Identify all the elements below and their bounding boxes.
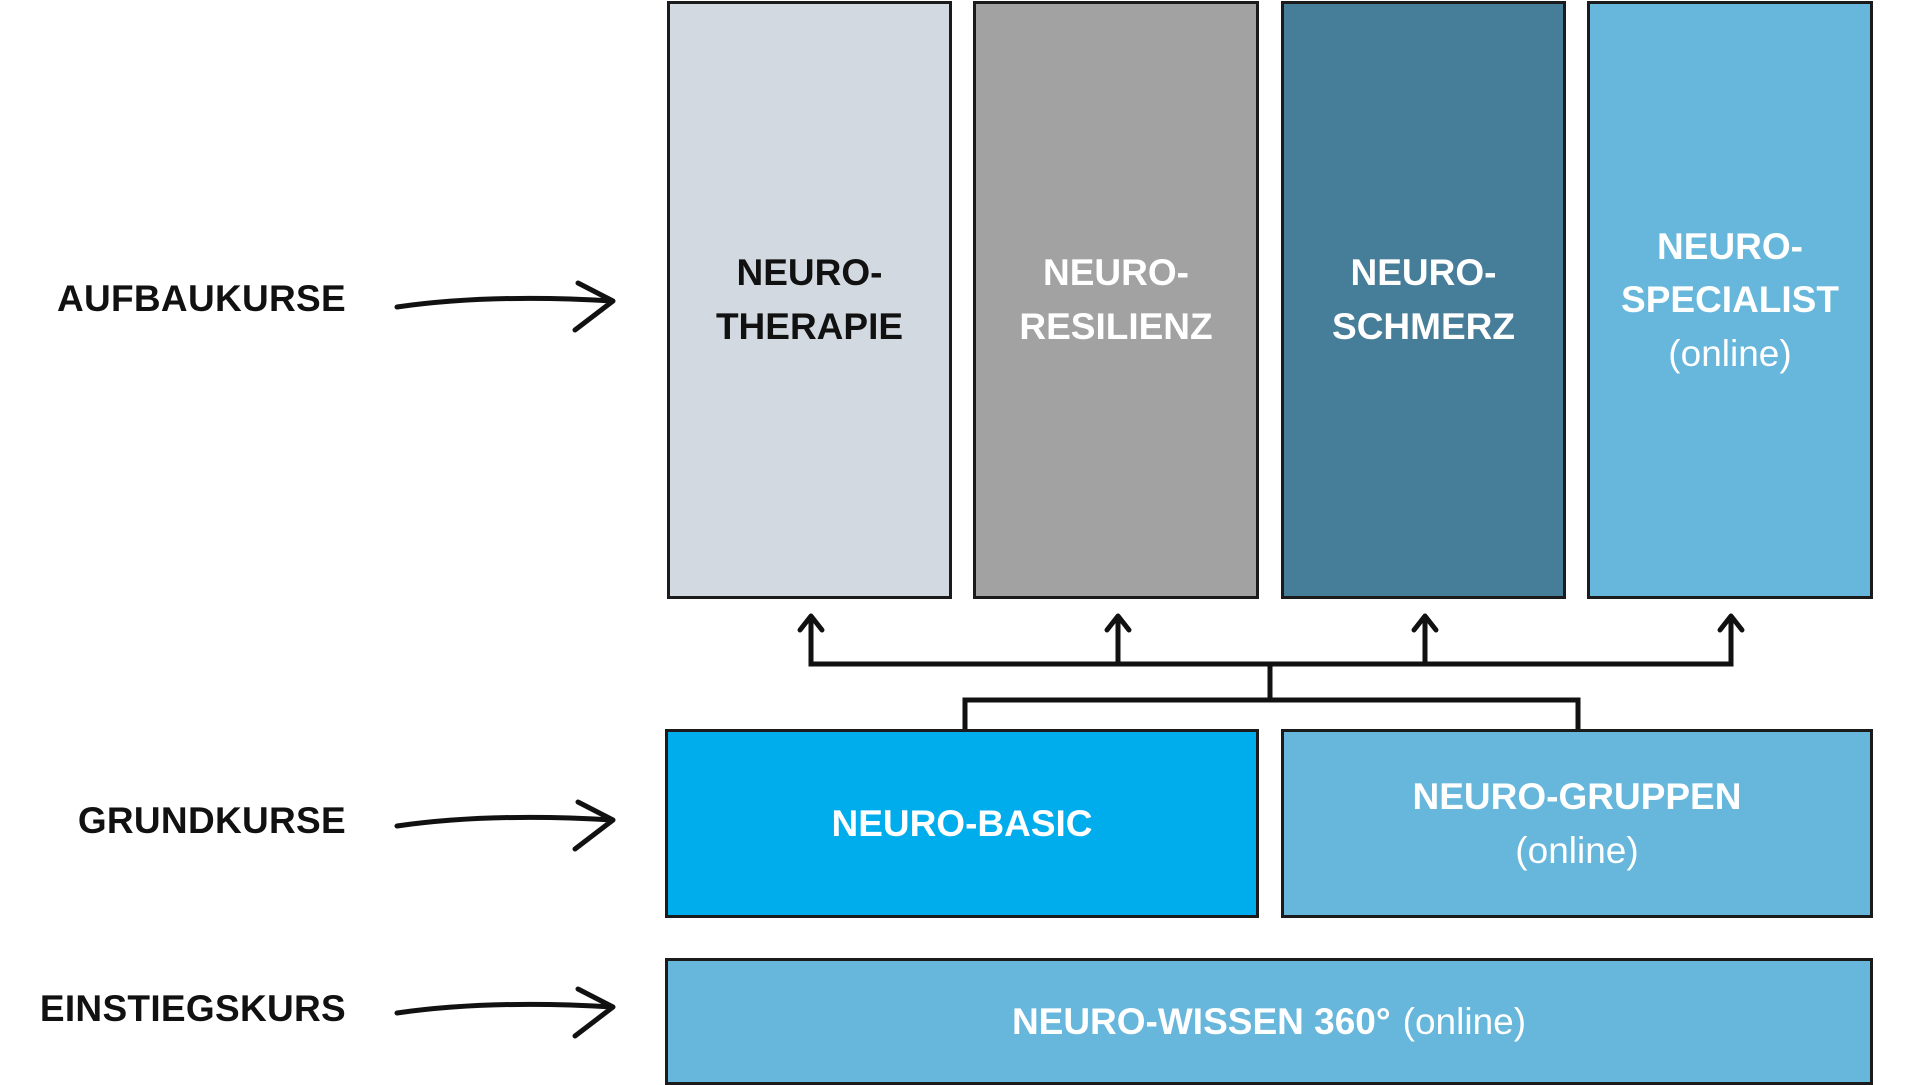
course-subtitle: (online) [1402, 1000, 1527, 1042]
course-title-line1: NEURO- [1043, 252, 1189, 294]
course-title-line1: NEURO- [736, 252, 883, 294]
course-box-neuro-basic[interactable]: NEURO-BASIC [665, 729, 1259, 918]
course-title-line2: RESILIENZ [1019, 306, 1213, 347]
course-title: NEURO-WISSEN 360° [1011, 1000, 1391, 1042]
course-title: NEURO-GRUPPEN [1412, 775, 1742, 817]
row-label-grundkurse: GRUNDKURSE [77, 800, 346, 841]
arrowhead-up-2-icon [1104, 613, 1132, 633]
course-box-neuro-schmerz[interactable]: NEURO- SCHMERZ [1281, 1, 1566, 599]
arrow-einstieg-icon [394, 986, 616, 1039]
arrow-grund-icon [394, 799, 616, 852]
course-box-neuro-gruppen[interactable]: NEURO-GRUPPEN (online) [1281, 729, 1873, 918]
course-box-neuro-wissen-360[interactable]: NEURO-WISSEN 360° (online) [665, 958, 1873, 1085]
course-title-line2: THERAPIE [715, 306, 904, 347]
course-subtitle: (online) [1668, 332, 1792, 374]
row-label-einstiegskurs: EINSTIEGSKURS [39, 988, 346, 1029]
course-title-line2: SPECIALIST [1621, 279, 1839, 321]
row-label-aufbaukurse: AUFBAUKURSE [56, 278, 346, 319]
course-title-line2: SCHMERZ [1332, 306, 1515, 347]
course-box-neuro-specialist[interactable]: NEURO- SPECIALIST (online) [1587, 1, 1873, 599]
arrow-aufbau-icon [394, 280, 616, 333]
arrowhead-up-4-icon [1717, 613, 1745, 633]
connector-lower [962, 697, 1581, 735]
arrowhead-up-1-icon [797, 613, 825, 633]
course-title: NEURO-BASIC [831, 802, 1093, 844]
course-title-line1: NEURO- [1657, 225, 1803, 267]
course-box-neuro-therapie[interactable]: NEURO- THERAPIE [667, 1, 952, 599]
arrowhead-up-3-icon [1411, 613, 1439, 633]
course-box-neuro-resilienz[interactable]: NEURO- RESILIENZ [973, 1, 1259, 599]
course-title-line1: NEURO- [1350, 252, 1497, 294]
course-subtitle: (online) [1515, 829, 1639, 871]
